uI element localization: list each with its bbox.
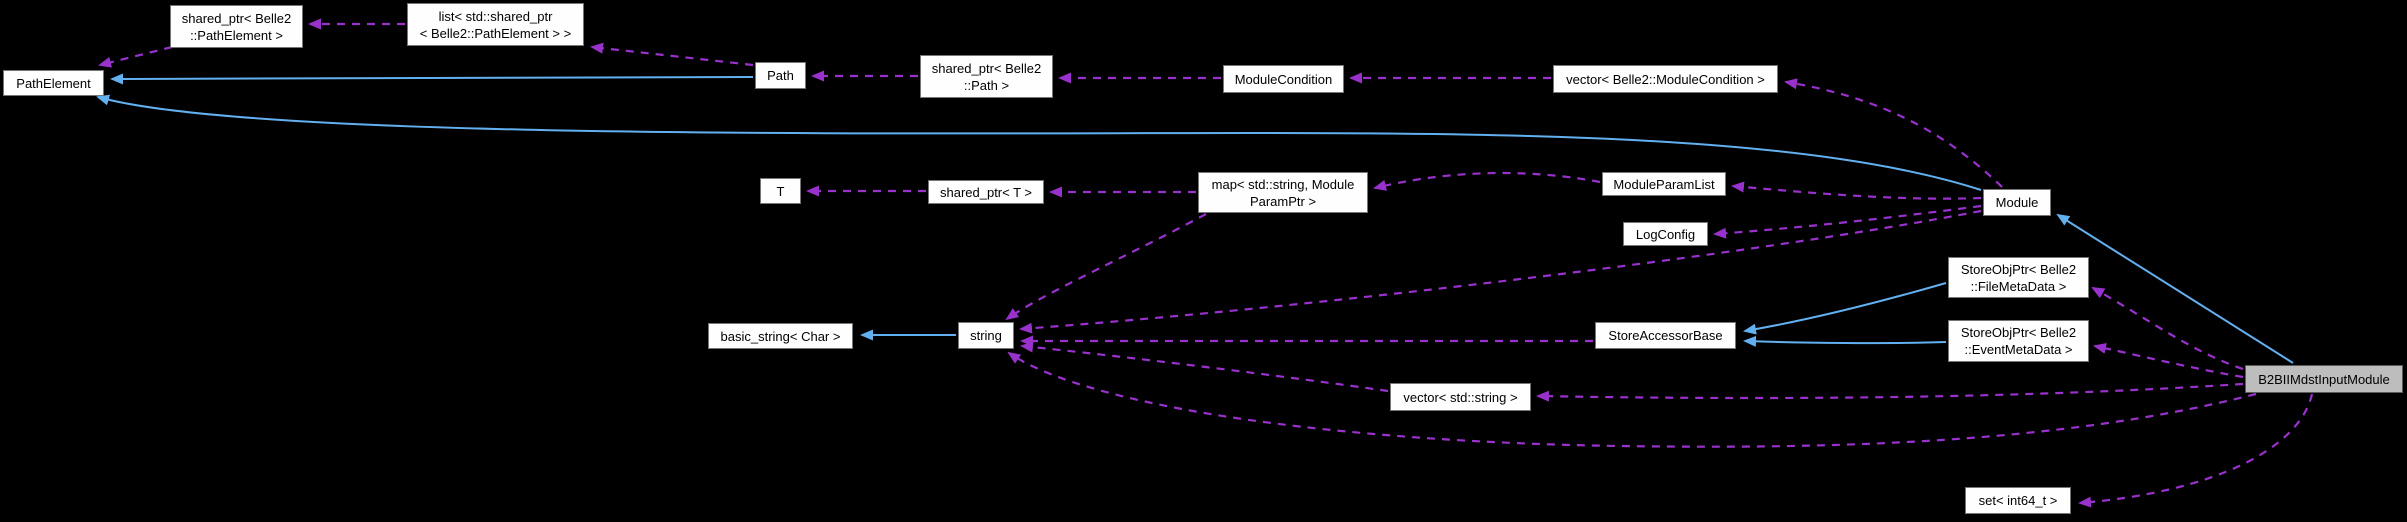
node-moduleparamlist[interactable]: ModuleParamList — [1602, 172, 1726, 196]
node-storeobjptr-belle2-filemetadata[interactable]: StoreObjPtr< Belle2 ::FileMetaData > — [1948, 257, 2089, 298]
node-module[interactable]: Module — [1983, 189, 2051, 216]
edge-path-inherits-pathelement — [110, 73, 754, 85]
edge-module-inherits-pathelement — [96, 94, 1982, 191]
node-modulecondition[interactable]: ModuleCondition — [1223, 65, 1344, 93]
node-vector-belle2-modulecondition[interactable]: vector< Belle2::ModuleCondition > — [1553, 65, 1778, 93]
node-t[interactable]: T — [760, 178, 801, 204]
node-basic-string-char[interactable]: basic_string< Char > — [708, 323, 853, 349]
edge-b2bii-uses-vector-string — [1536, 382, 2244, 402]
edge-map-uses-string — [1005, 213, 1207, 321]
node-storeobjptr-belle2-eventmetadata[interactable]: StoreObjPtr< Belle2 ::EventMetaData > — [1948, 320, 2089, 362]
edge-b2bii-inherits-module — [2056, 213, 2294, 364]
edge-b2bii-uses-storeobjptr-file — [2091, 287, 2244, 371]
edge-sharedptr-pe-uses-pathelement — [98, 45, 173, 68]
node-list-std-shared-ptr-pathelement[interactable]: list< std::shared_ptr < Belle2::PathElem… — [407, 3, 584, 46]
node-shared-ptr-belle2-path[interactable]: shared_ptr< Belle2 ::Path > — [920, 55, 1053, 98]
node-storeaccessorbase[interactable]: StoreAccessorBase — [1595, 322, 1736, 349]
node-map-std-string-moduleparamptr[interactable]: map< std::string, Module ParamPtr > — [1198, 172, 1368, 213]
edge-storeobjptr-file-inherits-storeaccessorbase — [1743, 282, 1947, 335]
edge-vector-string-uses-string — [1020, 341, 1389, 393]
node-logconfig[interactable]: LogConfig — [1623, 222, 1708, 246]
edge-module-uses-string — [1019, 209, 1982, 334]
edge-moduleparamlist-uses-map — [1373, 171, 1601, 191]
node-shared-ptr-belle2-pathelement[interactable]: shared_ptr< Belle2 ::PathElement > — [170, 5, 303, 48]
edge-module-uses-vector-mc — [1784, 78, 2003, 188]
node-vector-std-string[interactable]: vector< std::string > — [1390, 383, 1531, 411]
edge-b2bii-uses-set — [2078, 393, 2314, 508]
edge-b2bii-uses-storeobjptr-event — [2093, 342, 2244, 379]
edge-storeobjptr-event-inherits-storeaccessorbase — [1743, 335, 1947, 347]
node-path[interactable]: Path — [755, 62, 806, 89]
node-string[interactable]: string — [958, 322, 1014, 349]
node-shared-ptr-t[interactable]: shared_ptr< T > — [928, 180, 1044, 204]
node-set-int64-t[interactable]: set< int64_t > — [1965, 487, 2071, 514]
node-pathelement[interactable]: PathElement — [3, 70, 104, 96]
node-b2biimdstinputmodule[interactable]: B2BIIMdstInputModule — [2245, 365, 2403, 393]
edge-module-uses-moduleparamlist — [1731, 181, 1982, 200]
edge-path-uses-list — [590, 42, 754, 67]
edge-b2bii-uses-string — [1007, 351, 2257, 448]
edge-module-uses-logconfig — [1713, 204, 1982, 239]
